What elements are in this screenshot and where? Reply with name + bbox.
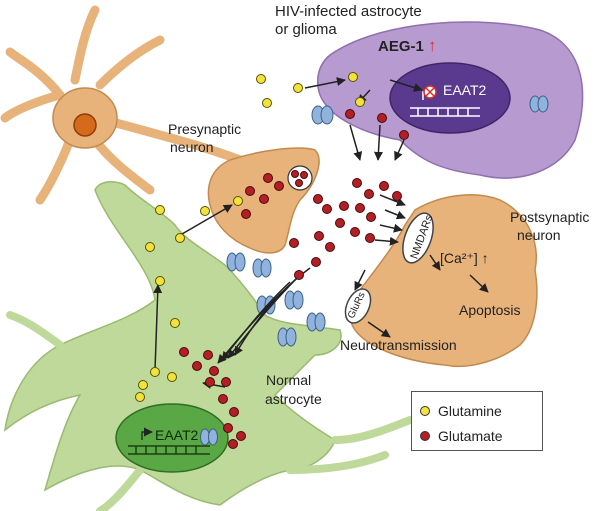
legend-glutamine: Glutamine [420, 401, 502, 421]
nmdar-receptor [402, 212, 434, 264]
dna-top [410, 107, 480, 117]
hiv-astrocyte [311, 21, 584, 179]
normal-astrocyte [3, 180, 414, 511]
legend-glutamate: Glutamate [420, 426, 503, 446]
normal-nucleus [115, 403, 229, 473]
dna-bottom [128, 445, 210, 455]
label-apoptosis: Apoptosis [459, 302, 521, 318]
receptor-top-left [311, 105, 334, 125]
label-eaat2-top: EAAT2 [443, 82, 487, 98]
label-normal-astrocyte: astrocyte [265, 391, 322, 407]
neuron-nucleus [73, 113, 97, 137]
label-presynaptic-neuron: neuron [170, 139, 214, 155]
label-hiv-astrocyte: HIV-infected astrocyte [275, 3, 422, 20]
label-presynaptic: Presynaptic [168, 121, 242, 137]
legend: Glutamine Glutamate [411, 391, 543, 451]
hiv-nucleus [389, 62, 511, 134]
label-postsynaptic-neuron: neuron [517, 227, 561, 243]
neuron-top-left [0, 5, 245, 205]
label-eaat2-bottom: EAAT2 [155, 427, 199, 443]
glur-receptor [344, 288, 372, 324]
up-arrow-aeg1: ↑ [428, 36, 437, 55]
arrows [153, 77, 489, 389]
label-aeg1: AEG-1 [378, 38, 424, 55]
receptor-top-right [529, 95, 549, 113]
label-normal: Normal [266, 372, 312, 388]
glutamine-swatch [420, 406, 430, 416]
label-calcium: [Ca²⁺] ↑ [440, 250, 489, 266]
label-postsynaptic: Postsynaptic [510, 209, 590, 225]
glutamate-swatch [420, 431, 430, 441]
legend-glutamate-label: Glutamate [438, 428, 503, 444]
glutamate-dots [179, 109, 430, 449]
glutamine-dots [135, 72, 433, 417]
label-or-glioma: or glioma [275, 21, 337, 38]
label-neurotransmission: Neurotransmission [340, 337, 457, 353]
receptor-nucleus-side [200, 428, 218, 446]
legend-glutamine-label: Glutamine [438, 403, 502, 419]
